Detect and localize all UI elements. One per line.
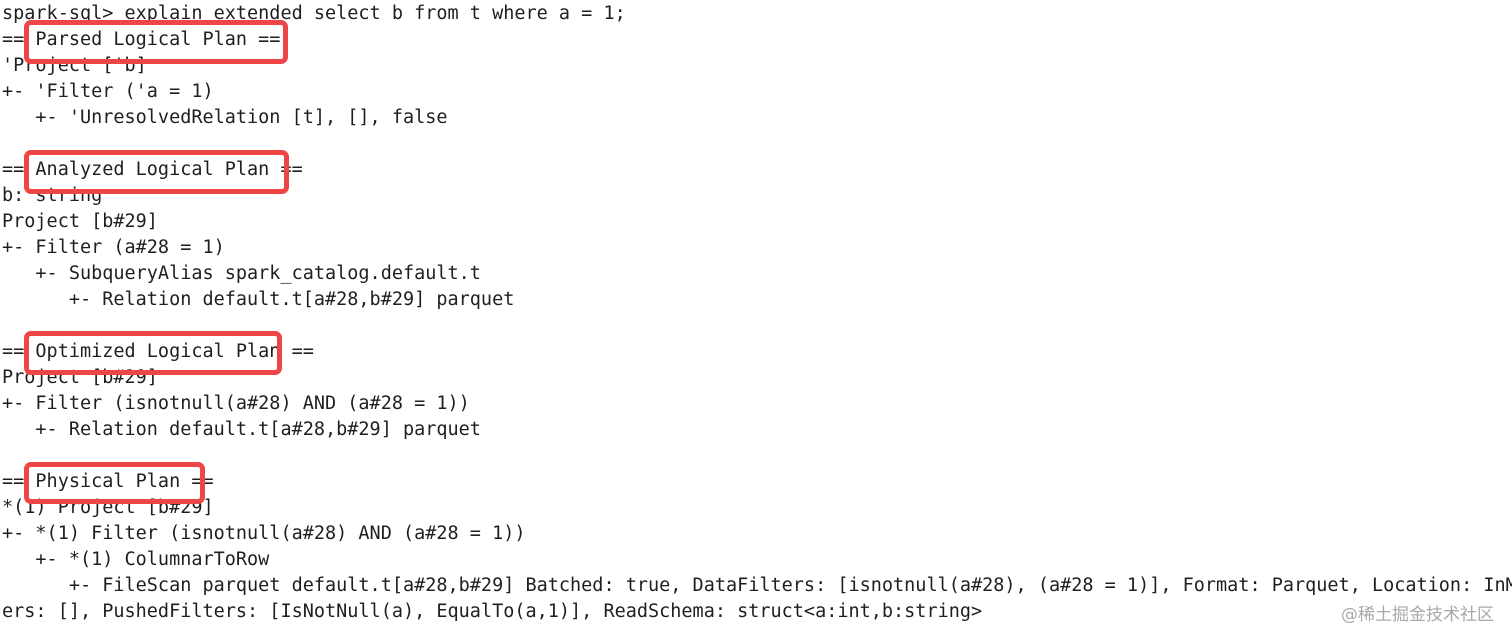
plan-line: +- *(1) ColumnarToRow bbox=[2, 549, 270, 570]
highlight-box-optimized-logical-plan bbox=[24, 331, 282, 375]
plan-line: +- Relation default.t[a#28,b#29] parquet bbox=[2, 289, 515, 310]
plan-line: +- Filter (isnotnull(a#28) AND (a#28 = 1… bbox=[2, 393, 470, 414]
section-header-optimized: == Optimized Logical Plan == bbox=[2, 341, 314, 362]
watermark: @稀土掘金技术社区 bbox=[1341, 605, 1494, 625]
plan-line: ers: [], PushedFilters: [IsNotNull(a), E… bbox=[2, 601, 983, 622]
plan-line: +- Relation default.t[a#28,b#29] parquet bbox=[2, 419, 481, 440]
plan-line: +- SubqueryAlias spark_catalog.default.t bbox=[2, 263, 481, 284]
plan-line: Project [b#29] bbox=[2, 211, 158, 232]
plan-line: +- 'Filter ('a = 1) bbox=[2, 81, 214, 102]
command-line: spark-sql> explain extended select b fro… bbox=[2, 3, 626, 24]
highlight-box-analyzed-logical-plan bbox=[24, 150, 289, 194]
plan-line: +- Filter (a#28 = 1) bbox=[2, 237, 225, 258]
highlight-box-parsed-logical-plan bbox=[24, 20, 288, 64]
plan-line: +- 'UnresolvedRelation [t], [], false bbox=[2, 107, 448, 128]
plan-line: +- *(1) Filter (isnotnull(a#28) AND (a#2… bbox=[2, 523, 526, 544]
section-header-parsed: == Parsed Logical Plan == bbox=[2, 29, 281, 50]
section-header-analyzed: == Analyzed Logical Plan == bbox=[2, 159, 303, 180]
plan-line: +- FileScan parquet default.t[a#28,b#29]… bbox=[2, 575, 1512, 596]
section-header-physical: == Physical Plan == bbox=[2, 471, 214, 492]
highlight-box-physical-plan bbox=[24, 462, 205, 504]
